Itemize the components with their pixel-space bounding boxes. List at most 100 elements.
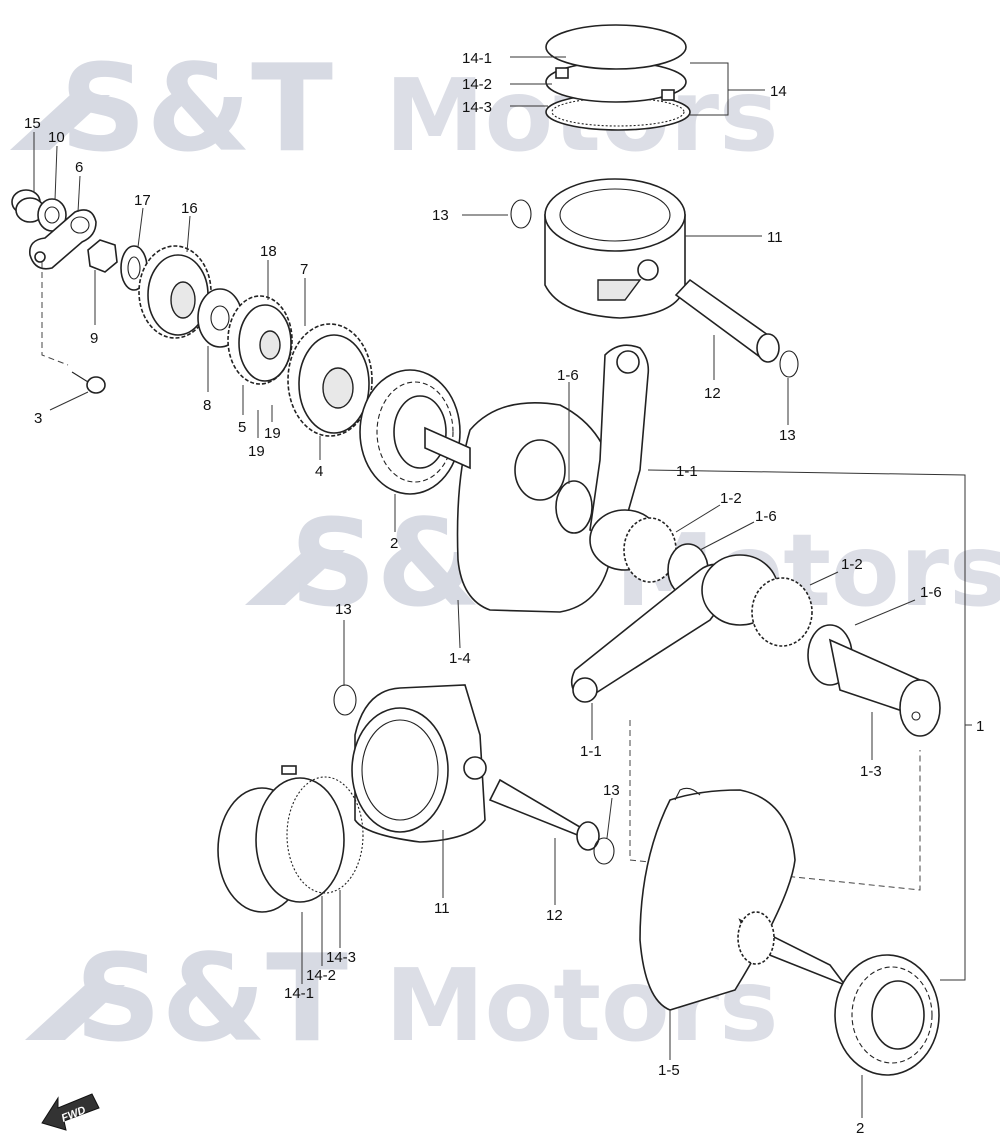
washer-15	[11, 189, 45, 223]
callout-web-1-5: 1-5	[658, 1062, 680, 1079]
gear-7	[287, 323, 373, 437]
callout-nut-9: 9	[90, 330, 98, 347]
ring-gap	[661, 89, 675, 101]
piston-pin-top	[674, 278, 780, 363]
callout-assembly-1: 1	[976, 718, 984, 735]
timing-sprocket	[737, 911, 775, 965]
plate-body	[28, 209, 97, 270]
callout-ring-2-top: 14-2	[462, 76, 492, 93]
piston-crown-recess	[361, 719, 439, 821]
leader-lines	[33, 56, 972, 1118]
callout-bearing-left: 2	[390, 535, 398, 552]
piston-crown	[351, 707, 449, 833]
screw-hidden-line	[41, 262, 69, 366]
circlip-top	[510, 199, 532, 229]
callout-key-19-b: 19	[264, 425, 281, 442]
bearing-left	[359, 369, 461, 495]
watermark-brand: S&T	[75, 930, 348, 1069]
piston-crown	[544, 178, 686, 252]
callout-piston-top: 11	[767, 229, 783, 246]
callout-gear-7: 7	[300, 261, 308, 278]
callout-screw-3: 3	[34, 410, 42, 427]
screw-3	[71, 371, 106, 394]
callout-washer-1-6-a: 1-6	[557, 367, 579, 384]
plate-bore	[70, 216, 90, 234]
callout-washer-1-6-b: 1-6	[755, 508, 777, 525]
callout-washer-17: 17	[134, 192, 151, 209]
callout-plate-6: 6	[75, 159, 83, 176]
gear-16	[138, 245, 212, 339]
callout-key-19-a: 19	[248, 443, 265, 460]
callout-crankpin-1-3: 1-3	[860, 763, 882, 780]
piston-pin-bore	[637, 259, 659, 281]
washer-8-hole	[210, 305, 230, 331]
bearing-balls	[376, 381, 454, 483]
ring-gap	[555, 67, 569, 79]
crank-washer	[555, 480, 593, 534]
piston-ring-set-bottom	[217, 765, 364, 913]
gear-hub	[170, 281, 196, 319]
callout-ring-3-top: 14-3	[462, 99, 492, 116]
ring-second	[255, 777, 345, 903]
callout-gear-5: 5	[238, 419, 246, 436]
crank-journal	[424, 426, 471, 470]
crank-web-left	[424, 402, 616, 613]
piston-top	[544, 178, 686, 319]
callout-circlip-top: 13	[432, 207, 449, 224]
bearing-inner	[871, 980, 925, 1050]
callout-ring-3-bottom: 14-3	[326, 949, 356, 966]
pin-oil-hole	[911, 711, 921, 721]
screw-head	[86, 376, 106, 394]
bearing-right	[834, 954, 940, 1076]
callout-circlip-bottom: 13	[603, 782, 620, 799]
piston-bottom	[351, 684, 487, 843]
piston-boss	[597, 279, 642, 301]
crankpin-1-3	[828, 638, 941, 737]
callout-washer-10: 10	[48, 129, 65, 146]
ring-gap	[281, 765, 297, 775]
bearing-inner	[393, 395, 447, 469]
callout-piston-bottom: 11	[434, 900, 450, 917]
callout-circlip-right: 13	[779, 427, 796, 444]
web-hole	[514, 439, 566, 501]
web-boss	[674, 787, 701, 801]
needle-bearing-b	[751, 577, 853, 686]
callout-rod-1-1-b: 1-1	[580, 743, 602, 760]
circlip-mid	[333, 684, 357, 716]
gear-18	[227, 295, 293, 385]
callout-washer-15: 15	[24, 115, 41, 132]
rod-small-end	[616, 350, 640, 374]
callout-washer-8: 8	[203, 397, 211, 414]
crank-web-right	[639, 787, 848, 1011]
circlip-bottom	[593, 837, 615, 865]
bearing-balls	[851, 966, 933, 1064]
circlip-right	[779, 350, 799, 378]
callout-circlip-mid: 13	[335, 601, 352, 618]
callout-ring-set-top: 14	[770, 83, 787, 100]
callout-ring-1-top: 14-1	[462, 50, 492, 67]
piston-crown-recess	[559, 188, 671, 242]
nut-9	[87, 239, 118, 273]
callout-pin-bottom: 12	[546, 907, 563, 924]
gear-hub	[259, 330, 281, 360]
callout-gear-18: 18	[260, 243, 277, 260]
watermark-stripe	[245, 550, 345, 605]
washer-17-hole	[127, 256, 141, 280]
needle-cage	[751, 577, 813, 647]
callout-needle-1-2-a: 1-2	[720, 490, 742, 507]
web-body	[456, 402, 616, 613]
ring-oil	[286, 776, 364, 894]
pin-end	[576, 821, 600, 851]
callout-gear-4: 4	[315, 463, 323, 480]
ring-top	[545, 24, 687, 70]
rod-beam	[589, 344, 650, 542]
washer-10-hole	[44, 206, 60, 224]
fwd-arrow-icon: FWD	[41, 1093, 100, 1131]
plate-6	[28, 209, 97, 270]
plate-hole	[34, 251, 46, 263]
watermark-brand: S&T	[60, 40, 333, 179]
callout-ring-1-bottom: 14-1	[284, 985, 314, 1002]
gear-hub	[322, 367, 354, 409]
